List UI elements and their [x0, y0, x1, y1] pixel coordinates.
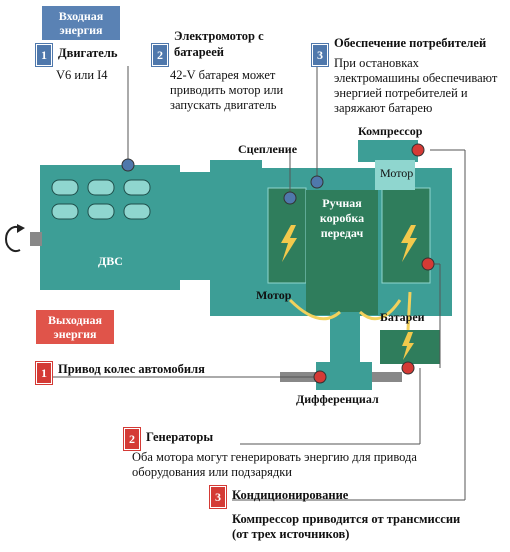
engine-dot [121, 158, 135, 172]
right-motor-lightning-icon [401, 225, 417, 262]
rotation-arrow-icon [5, 226, 21, 252]
engine-text: V6 или I4 [56, 68, 108, 82]
battery-label: Батареи [380, 310, 425, 324]
output-energy-tag: Выходная энергия [36, 310, 114, 344]
compressor-motor [375, 160, 415, 190]
motor-battery-text: 42-V батарея может приводить мотор или з… [170, 68, 284, 112]
wheels-title: Привод колес автомобиля [58, 362, 205, 376]
clutch-label: Сцепление [238, 142, 298, 156]
compressor-block [358, 140, 418, 162]
consumers-text: При остановках электромашины обеспечиваю… [334, 56, 498, 115]
engine-block [30, 160, 262, 316]
consumers-title: Обеспечение потребителей [334, 36, 487, 50]
differential-label: Дифференциал [296, 392, 379, 406]
motor-left-label: Мотор [256, 288, 292, 302]
ice-label: ДВС [98, 254, 123, 268]
generators-text: Оба мотора могут генерировать энергию дл… [132, 450, 417, 479]
motor-top-label: Мотор [380, 166, 414, 180]
callout-number: 3 [312, 44, 328, 66]
callout-number: 1 [36, 362, 52, 384]
callout-number: 1 [36, 44, 52, 66]
ac-text: Компрессор приводится от трансмиссии (от… [232, 512, 461, 541]
motor-right-dot [421, 257, 435, 271]
motor-dot [283, 191, 297, 205]
callout-number: 2 [124, 428, 140, 450]
consumers-dot [310, 175, 324, 189]
engine-title: Двигатель [58, 46, 118, 60]
ac-title: Кондиционирование [232, 488, 349, 502]
motor-battery-title: Электромотор с батареей [174, 29, 264, 59]
battery-lightning-icon [402, 332, 414, 360]
compressor-dot [411, 143, 425, 157]
compressor-label: Компрессор [358, 124, 423, 138]
gearbox-label: Ручная коробка передач [319, 196, 365, 240]
input-energy-tag: Входная энергия [42, 6, 120, 40]
callout-number: 2 [152, 44, 168, 66]
battery-dot [401, 361, 415, 375]
left-motor-lightning-icon [281, 225, 297, 262]
differential-dot [313, 370, 327, 384]
generators-title: Генераторы [146, 430, 214, 444]
callout-number: 3 [210, 486, 226, 508]
